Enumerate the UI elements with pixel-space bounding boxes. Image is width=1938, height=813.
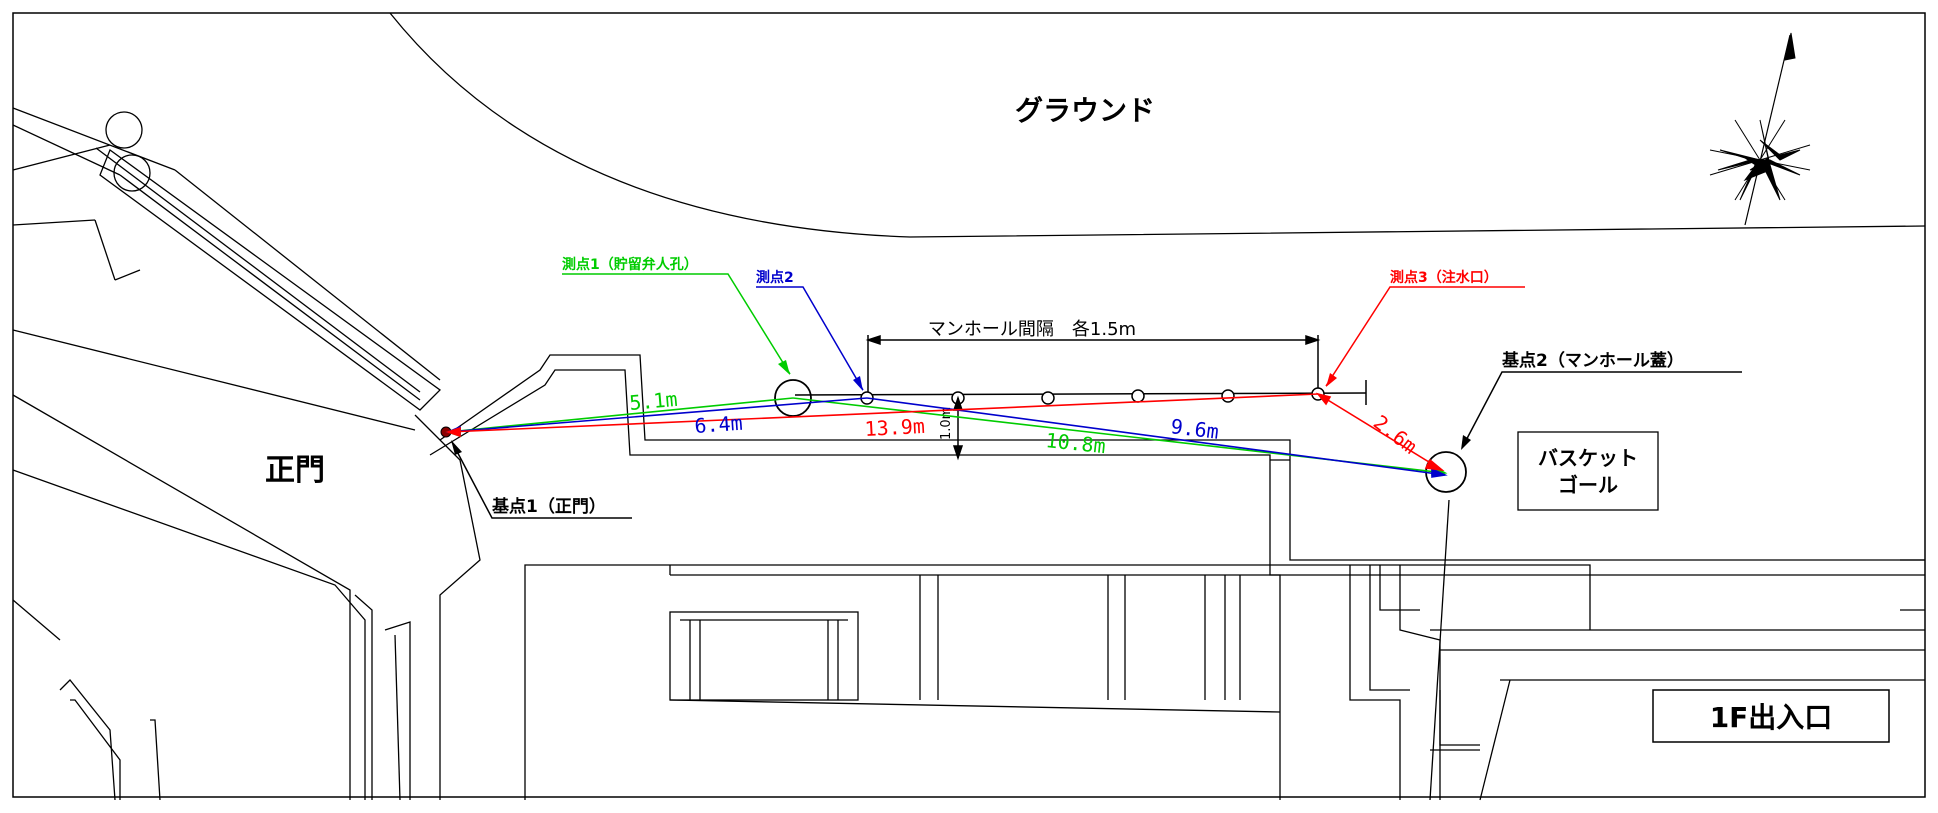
point3-leader [1325,286,1525,387]
point1-label: 測点1（貯留弁人孔） [562,256,698,273]
distance-5-1: 5.1m [628,387,678,415]
drawing-frame [12,12,1926,798]
ground-boundary [389,12,1926,238]
base1-leader [451,441,632,519]
basket-goal-label-2: ゴール [1558,473,1618,497]
basket-goal-label-1: バスケット [1538,446,1638,470]
distance-10-8: 10.8m [1044,428,1106,458]
manhole-spacing-label: マンホール間隔 各1.5m [928,319,1136,340]
point3-measure-lines [445,392,1445,472]
base1-leader-arrow [451,440,462,455]
basket-goal-box [1517,431,1659,511]
distance-6-4: 6.4m [694,411,744,438]
compass-icon [1709,32,1811,226]
manhole-circle [1221,389,1235,403]
base-map [12,12,1926,801]
base2-leader-arrow [1461,435,1471,450]
pole-circle [113,154,151,192]
distance-9-6: 9.6m [1169,414,1220,444]
distance-2-6: 2.6m [1369,410,1422,459]
point2-label: 測点2 [756,269,794,286]
entrance-box [1652,689,1890,743]
point3-label: 測点3（注水口） [1390,269,1498,286]
manhole-circle [1041,391,1055,405]
base2-label: 基点2（マンホール蓋） [1501,350,1684,371]
pole-circle [105,111,143,149]
point3-leader-arrow [1326,373,1337,387]
distance-13-9: 13.9m [864,414,925,441]
point2-leader-arrow [853,376,863,391]
manhole-chain [794,334,1367,461]
point1-manhole [774,379,812,417]
offset-label: 1.0m [939,407,954,440]
base1-label: 基点1（正門） [491,496,606,517]
point2-leader [756,286,864,391]
base2-leader [1461,371,1742,449]
point1-leader-arrow [778,360,790,375]
manhole-circle [1131,389,1145,403]
point1-leader [562,273,791,375]
ground-label: グラウンド [1015,94,1155,127]
entrance-label: 1F出入口 [1710,701,1833,734]
main-gate-label: 正門 [265,453,325,488]
